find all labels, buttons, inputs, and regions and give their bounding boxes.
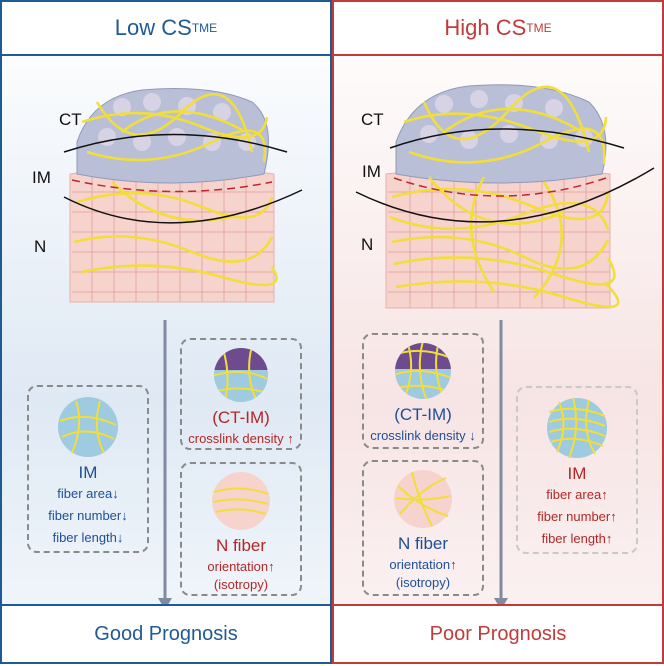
ct-im-box-title: (CT-IM)	[212, 408, 270, 427]
title-subscript: TME	[191, 21, 218, 35]
n-label: N	[34, 237, 47, 256]
n-fiber-circle-icon	[394, 470, 452, 528]
ct-label: CT	[59, 110, 82, 129]
im-fiber-circle-icon	[58, 397, 118, 457]
region-boundaries	[355, 128, 655, 223]
tissue-illustration	[355, 84, 655, 610]
crosslink-density: crosslink density ↑	[188, 431, 294, 446]
n-fiber-circle-icon	[212, 472, 270, 530]
im-fiber-area: fiber area↓	[57, 486, 119, 501]
im-box: IM fiber area↑ fiber number↑ fiber lengt…	[516, 386, 638, 554]
n-fiber-box-title: N fiber	[397, 534, 449, 553]
title-subscript: TME	[526, 21, 552, 35]
isotropy: (isotropy)	[213, 577, 269, 592]
im-box-title: IM	[78, 463, 98, 482]
ct-im-crosslink-circle-icon	[395, 343, 451, 399]
im-fiber-length: fiber length↑	[541, 531, 613, 546]
ct-im-box: (CT-IM) crosslink density ↓	[362, 333, 484, 449]
im-fiber-number: fiber number↑	[537, 509, 617, 524]
tissue-illustration	[63, 88, 303, 610]
im-fiber-length: fiber length↓	[52, 530, 124, 545]
im-label: IM	[32, 168, 51, 187]
n-label: N	[361, 235, 374, 254]
crosslink-density: crosslink density ↓	[370, 428, 476, 443]
ct-label: CT	[361, 110, 384, 129]
tumor-core	[395, 84, 607, 184]
ct-im-box-title: (CT-IM)	[394, 405, 452, 424]
isotropy: (isotropy)	[395, 575, 451, 590]
im-fiber-number: fiber number↓	[48, 508, 128, 523]
title-main: Low CS	[114, 15, 192, 40]
im-fiber-area: fiber area↑	[546, 487, 608, 502]
orientation: orientation↑	[207, 559, 275, 574]
im-box-title: IM	[567, 464, 587, 483]
collagen-fibers	[73, 92, 278, 287]
tumor-core	[76, 88, 269, 184]
orientation: orientation↑	[389, 557, 457, 572]
n-fiber-box: N fiber orientation↑ (isotropy)	[180, 462, 302, 596]
ct-im-box: (CT-IM) crosslink density ↑	[180, 338, 302, 450]
ct-im-crosslink-circle-icon	[214, 348, 268, 402]
prognosis-label: Good Prognosis	[2, 604, 330, 662]
prognosis-label: Poor Prognosis	[334, 604, 662, 662]
n-fiber-box: N fiber orientation↑ (isotropy)	[362, 460, 484, 596]
region-boundaries	[63, 133, 303, 224]
n-fiber-box-title: N fiber	[215, 536, 267, 555]
im-fiber-circle-icon	[547, 397, 607, 459]
im-label: IM	[362, 162, 381, 181]
im-box: IM fiber area↓ fiber number↓ fiber lengt…	[27, 385, 149, 553]
title-main: High CS	[444, 15, 527, 40]
